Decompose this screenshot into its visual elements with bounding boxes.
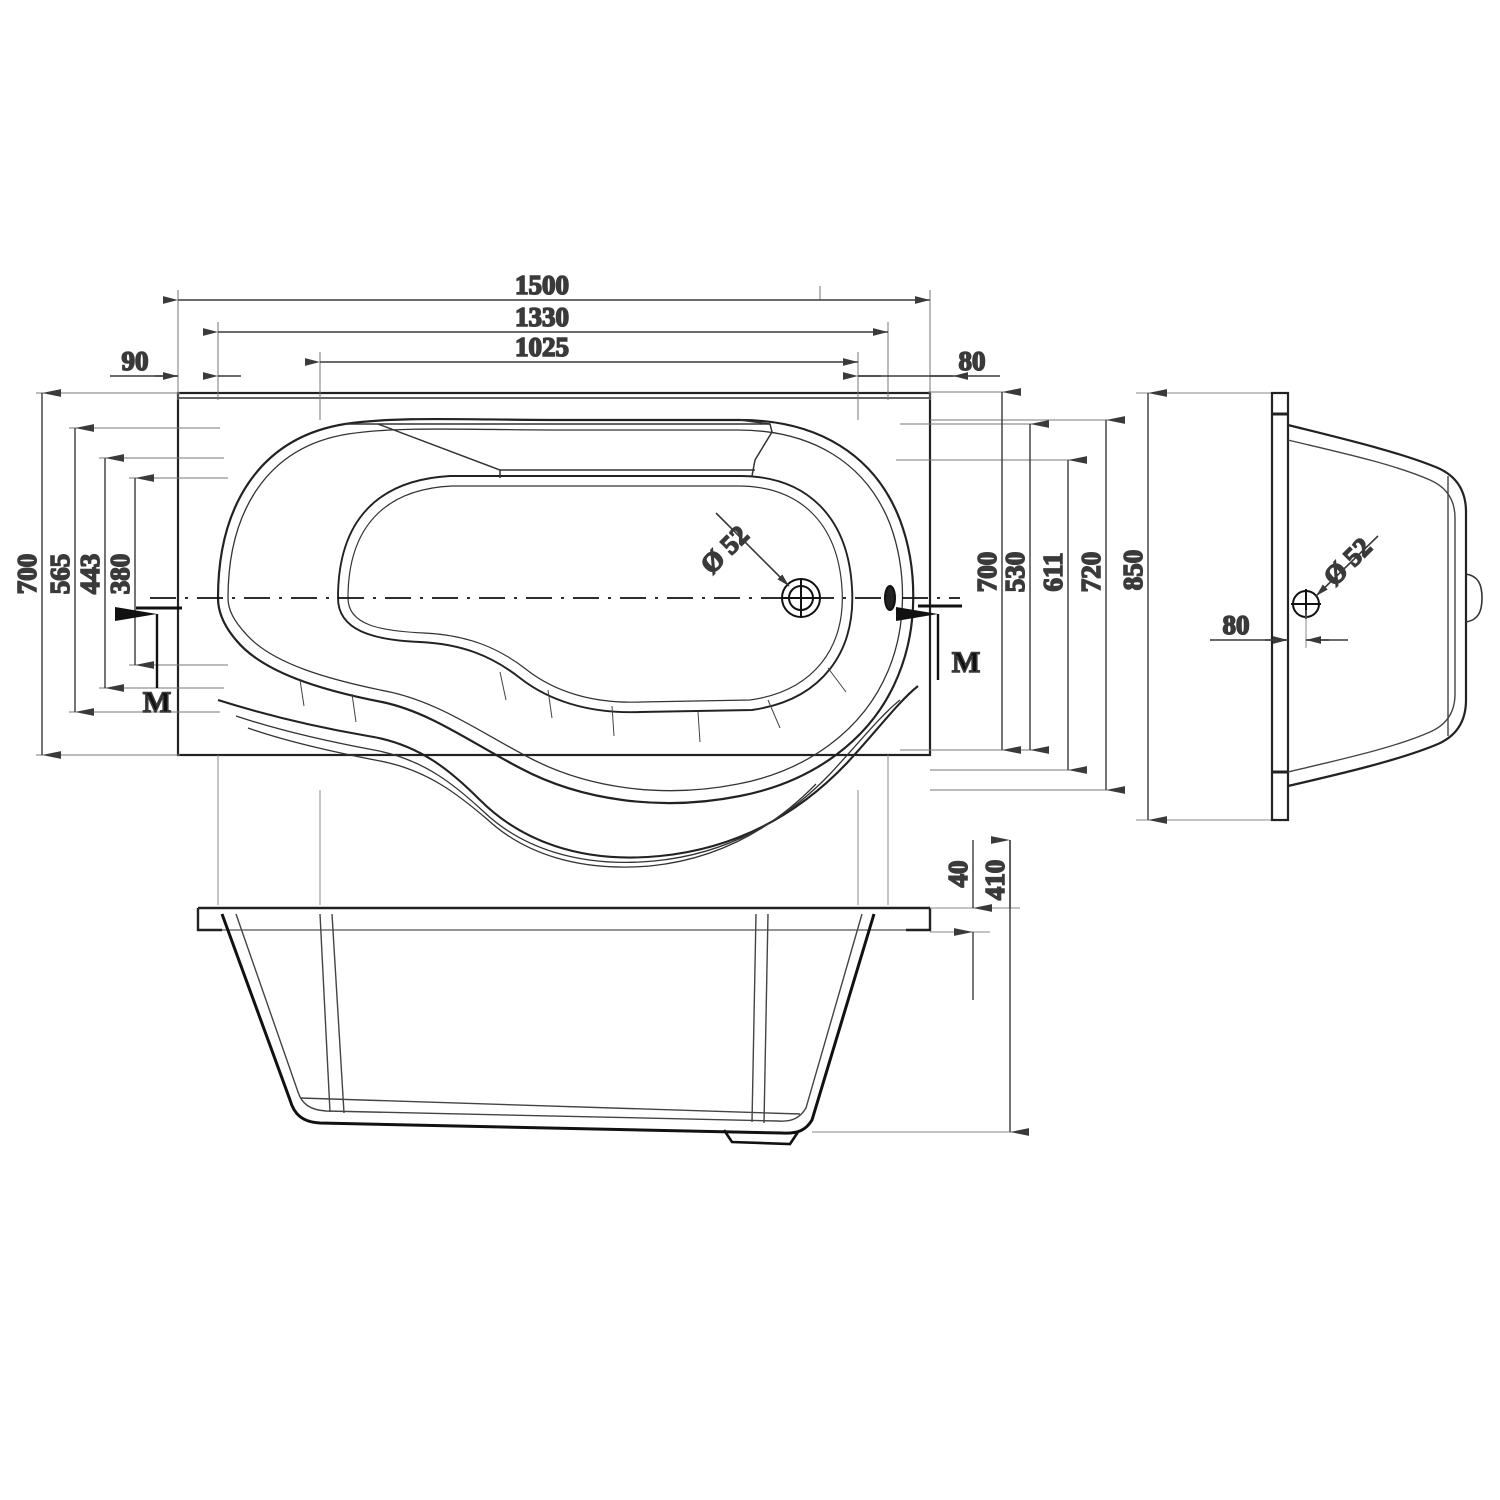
section-bath-outline [1287,423,1468,788]
section-extension-lines [1136,392,1282,821]
elevation-projection-lines [217,755,889,905]
dim-700-left-label: 700 [12,554,42,595]
dim-1025-label: 1025 [515,332,569,362]
bath-bowl-inner-offset [227,428,904,792]
elevation-rim [196,906,932,932]
dim-90-label: 90 [122,346,149,376]
dim-80-section-label: 80 [1223,610,1250,640]
section-handle-tab [1465,573,1483,623]
dim-530-label: 530 [1000,552,1030,593]
dim-720-label: 720 [1076,552,1106,593]
elevation-body-inner [235,913,863,1124]
section-drain-diameter-label: Ø 52 [1318,532,1378,592]
section-bath-inner [1287,439,1456,773]
dim-40-label: 40 [943,861,973,888]
bath-ledge-lines [345,419,773,478]
drain-symbol [781,578,821,618]
dim-850-label: 850 [1118,550,1148,591]
dim-380-label: 380 [105,554,135,595]
apron-sweep [217,685,919,859]
bath-bowl-outline [216,417,915,805]
section-marker-left-label: M [143,686,171,719]
section-marker-right [896,604,962,680]
dim-80-label: 80 [959,346,986,376]
section-marker-right-label: M [952,646,980,679]
section-drain-leader-line [1315,535,1379,597]
bath-basin-inner-offset [347,485,843,703]
plan-outline [176,391,932,757]
drain-diameter-label: Ø 52 [695,520,755,580]
dim-extension-lines-right [896,391,1112,791]
elevation-body-outline [220,913,876,1135]
curve-segment-ticks [299,667,847,743]
dim-565-label: 565 [45,554,75,595]
drain-leader-line [715,512,790,587]
bath-basin-inner [337,475,854,714]
dim-443-label: 443 [75,554,105,595]
dim-1500-label: 1500 [515,270,569,300]
elevation-foot [722,1129,800,1146]
overflow-symbol [884,585,896,611]
apron-sweep-offset [235,699,901,868]
dim-700-right-label: 700 [972,552,1002,593]
dim-1330-label: 1330 [515,302,569,332]
dim-410-label: 410 [980,860,1010,901]
section-wall-panel [1270,391,1290,822]
dim-611-label: 611 [1038,552,1068,591]
section-marker-left [115,606,182,688]
